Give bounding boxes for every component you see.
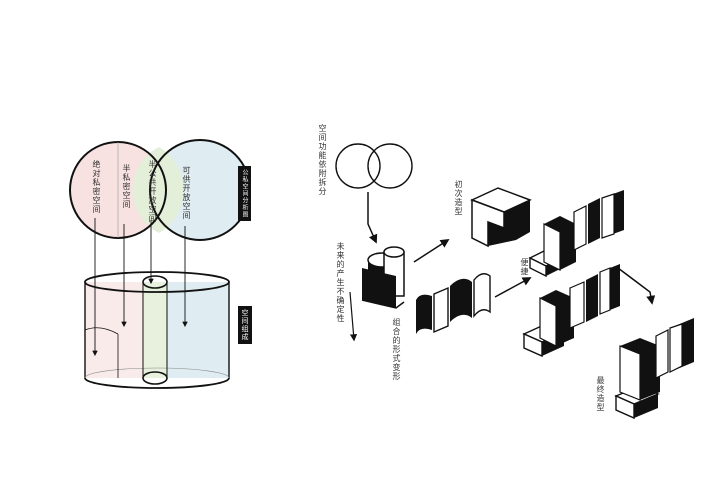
label-step-c: 初次造型 [454, 180, 463, 216]
form-stage-2 [416, 273, 491, 334]
venn-label-3: 半公共开放空间 [148, 160, 157, 223]
label-step-a: 空间功能依附拆分 [318, 124, 327, 196]
venn-label-1: 绝对私密空间 [92, 160, 101, 214]
cylinder-group [84, 271, 230, 389]
form-stage-5 [522, 264, 620, 358]
venn-label-2: 半私密空间 [122, 164, 131, 209]
small-venn [335, 143, 413, 189]
flow-arrows [349, 192, 656, 342]
left-arrows [92, 218, 188, 357]
form-stage-4 [528, 190, 624, 278]
label-step-f: 最终造型 [596, 376, 605, 412]
form-stage-1 [361, 246, 405, 309]
label-step-d: 组合的形式变形 [392, 318, 401, 381]
form-stage-3 [470, 187, 532, 248]
venn-overlap [132, 147, 184, 233]
venn-label-4: 可供开放空间 [182, 166, 191, 220]
form-stage-6 [614, 318, 694, 420]
tag-public-private: 公私空间分析图 [238, 166, 251, 221]
label-step-e: 便捷 [520, 258, 529, 276]
venn-diagram [69, 139, 251, 241]
label-step-b: 未来的产生不确定性 [336, 242, 345, 323]
tag-space-composition: 空间组成 [238, 306, 252, 344]
